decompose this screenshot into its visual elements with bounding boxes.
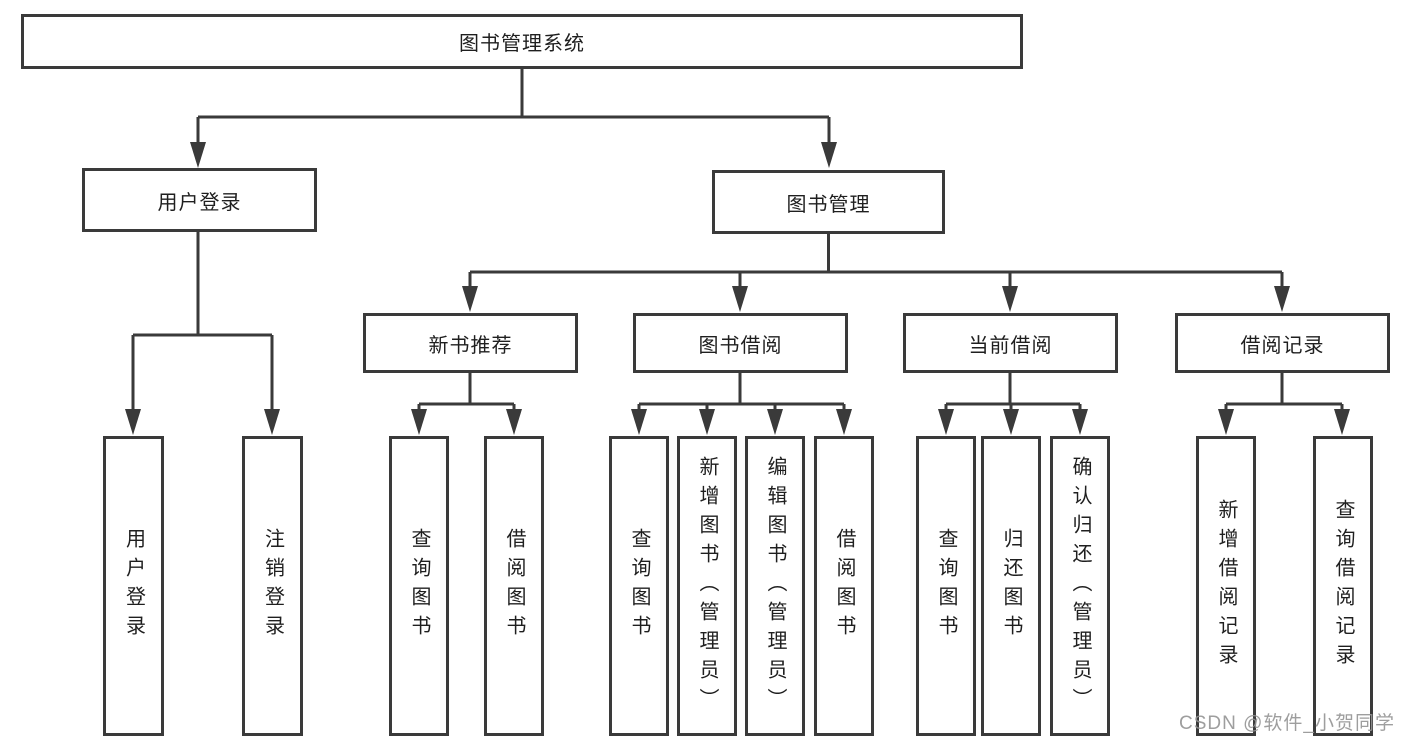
node-user-login: 用户登录 [82,168,317,232]
node-label: 编辑图书（管理员） [764,455,786,717]
leaf-add-book-admin: 新增图书（管理员） [677,436,737,736]
node-borrow-records: 借阅记录 [1175,313,1390,373]
leaf-return-book: 归还图书 [981,436,1041,736]
node-label: 当前借阅 [968,334,1053,357]
leaf-borrow-books-recommend: 借阅图书 [484,436,544,736]
connector-newbook-to-leaves [411,373,522,435]
node-label: 查询图书 [408,528,430,644]
node-label: 新增借阅记录 [1215,499,1237,673]
leaf-query-borrow-record: 查询借阅记录 [1313,436,1373,736]
node-label: 图书管理 [786,193,871,216]
node-label: 注销登录 [261,528,284,644]
watermark-csdn: CSDN @软件_小贺同学 [1179,713,1395,734]
node-label: 借阅图书 [833,528,855,644]
leaf-add-borrow-record: 新增借阅记录 [1196,436,1256,736]
node-label: 借阅记录 [1240,334,1325,357]
leaf-borrow-books: 借阅图书 [814,436,874,736]
node-label: 用户登录 [157,191,242,214]
leaf-query-books-current: 查询图书 [916,436,976,736]
node-label: 查询借阅记录 [1332,499,1354,673]
node-label: 查询图书 [628,528,650,644]
connector-bookborrow-to-leaves [631,373,852,435]
node-label: 确认归还（管理员） [1069,455,1091,717]
leaf-user-login: 用户登录 [103,436,164,736]
node-library-management-system: 图书管理系统 [21,14,1023,69]
leaf-edit-book-admin: 编辑图书（管理员） [745,436,805,736]
node-current-borrow: 当前借阅 [903,313,1118,373]
leaf-query-books-borrow: 查询图书 [609,436,669,736]
node-label: 查询图书 [935,528,957,644]
node-label: 图书借阅 [698,334,783,357]
connector-borrowrecord-to-leaves [1218,373,1350,435]
leaf-logout: 注销登录 [242,436,303,736]
node-label: 用户登录 [122,528,145,644]
connector-root-to-level2 [190,69,837,168]
node-label: 新书推荐 [428,334,513,357]
connector-currentborrow-to-leaves [938,373,1088,435]
node-book-borrow: 图书借阅 [633,313,848,373]
connector-bookmgmt-to-level3 [462,233,1290,312]
node-label: 借阅图书 [503,528,525,644]
node-book-management: 图书管理 [712,170,945,234]
connector-userlogin-to-leaves [125,232,280,435]
node-new-book-recommend: 新书推荐 [363,313,578,373]
node-label: 图书管理系统 [459,33,585,55]
node-label: 新增图书（管理员） [696,455,718,717]
node-label: 归还图书 [1000,528,1022,644]
leaf-query-books-recommend: 查询图书 [389,436,449,736]
leaf-confirm-return-admin: 确认归还（管理员） [1050,436,1110,736]
